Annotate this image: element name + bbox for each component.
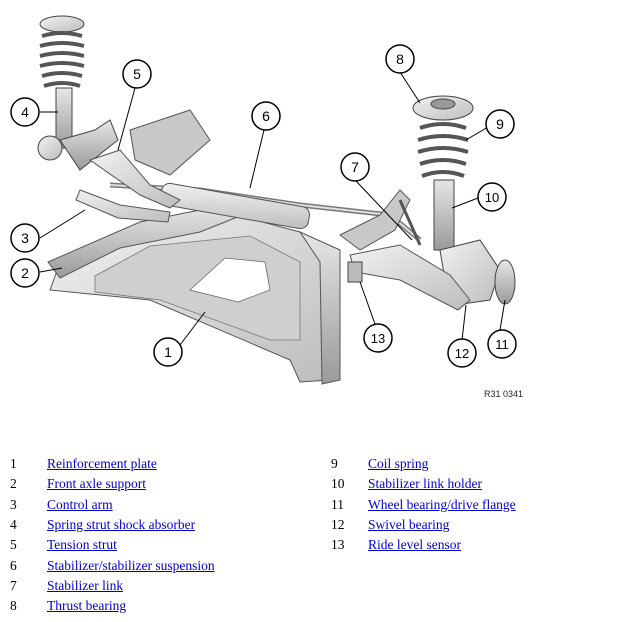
legend-link-stabilizer-link[interactable]: Stabilizer link xyxy=(47,577,124,593)
legend-link-stabilizer-link-holder[interactable]: Stabilizer link holder xyxy=(368,476,482,492)
legend-number: 8 xyxy=(10,598,17,614)
legend-row-2: 2 Front axle support xyxy=(10,474,215,494)
svg-text:5: 5 xyxy=(133,66,141,82)
legend-link-stabilizer-suspension[interactable]: Stabilizer/stabilizer suspension xyxy=(47,557,215,573)
svg-text:8: 8 xyxy=(396,51,404,67)
svg-text:3: 3 xyxy=(21,230,29,246)
left-strut-shape xyxy=(37,15,119,171)
legend-number: 10 xyxy=(331,476,345,492)
legend-number: 3 xyxy=(10,496,17,512)
legend-row-7: 7 Stabilizer link xyxy=(10,576,215,596)
legend-number: 9 xyxy=(331,456,338,472)
legend-link-ride-level-sensor[interactable]: Ride level sensor xyxy=(368,537,461,553)
legend-row-13: 13 Ride level sensor xyxy=(331,535,516,555)
legend-number: 12 xyxy=(331,517,345,533)
legend-number: 13 xyxy=(331,537,345,553)
svg-text:1: 1 xyxy=(164,344,172,360)
callout-9: 9 xyxy=(485,109,515,139)
legend-number: 7 xyxy=(10,577,17,593)
legend-row-9: 9 Coil spring xyxy=(331,454,516,474)
callout-8: 8 xyxy=(385,44,415,74)
legend-number: 11 xyxy=(331,496,344,512)
legend-link-control-arm[interactable]: Control arm xyxy=(47,496,113,512)
leader-lines xyxy=(39,71,506,346)
legend-row-12: 12 Swivel bearing xyxy=(331,515,516,535)
legend-link-front-axle-support[interactable]: Front axle support xyxy=(47,476,146,492)
svg-text:10: 10 xyxy=(485,190,499,205)
legend-row-10: 10 Stabilizer link holder xyxy=(331,474,516,494)
front-axle-illustration: 1 2 3 4 5 6 7 8 9 10 11 12 xyxy=(10,15,517,385)
callout-5: 5 xyxy=(122,59,152,89)
legend-row-8: 8 Thrust bearing xyxy=(10,596,215,616)
legend-link-coil-spring[interactable]: Coil spring xyxy=(368,456,429,472)
legend-row-3: 3 Control arm xyxy=(10,495,215,515)
callout-7: 7 xyxy=(340,152,370,182)
svg-text:11: 11 xyxy=(495,337,509,352)
svg-text:13: 13 xyxy=(371,331,385,346)
stabilizer-bar-shape xyxy=(109,182,422,242)
legend-number: 5 xyxy=(10,537,17,553)
callout-10: 10 xyxy=(477,182,507,212)
legend-link-tension-strut[interactable]: Tension strut xyxy=(47,537,117,553)
reinforcement-plate-shape xyxy=(49,215,331,383)
callout-6: 6 xyxy=(251,101,281,131)
legend-link-spring-strut-shock-absorber[interactable]: Spring strut shock absorber xyxy=(47,517,196,533)
legend-link-wheel-bearing-drive-flange[interactable]: Wheel bearing/drive flange xyxy=(368,496,516,512)
legend-row-11: 11 Wheel bearing/drive flange xyxy=(331,495,516,515)
right-strut-shape xyxy=(412,95,474,251)
svg-text:6: 6 xyxy=(262,108,270,124)
svg-text:2: 2 xyxy=(21,265,29,281)
legend-link-thrust-bearing[interactable]: Thrust bearing xyxy=(47,598,127,614)
svg-text:4: 4 xyxy=(21,104,29,120)
legend-left-column: 1 Reinforcement plate 2 Front axle suppo… xyxy=(10,454,215,616)
callout-11: 11 xyxy=(487,329,517,359)
callout-13: 13 xyxy=(363,323,393,353)
figure-code: R31 0341 xyxy=(484,389,524,399)
legend-right-column: 9 Coil spring 10 Stabilizer link holder … xyxy=(331,454,516,555)
callout-4: 4 xyxy=(10,97,40,127)
legend-row-1: 1 Reinforcement plate xyxy=(10,454,215,474)
legend-number: 1 xyxy=(10,456,17,472)
callout-2: 2 xyxy=(10,258,40,288)
right-knuckle-shape xyxy=(339,189,516,311)
legend-row-6: 6 Stabilizer/stabilizer suspension xyxy=(10,555,215,575)
legend-number: 4 xyxy=(10,517,17,533)
svg-text:9: 9 xyxy=(496,116,504,132)
legend-row-5: 5 Tension strut xyxy=(10,535,215,555)
callout-1: 1 xyxy=(153,337,183,367)
legend-number: 2 xyxy=(10,476,17,492)
callout-12: 12 xyxy=(447,338,477,368)
svg-text:12: 12 xyxy=(455,346,469,361)
legend-number: 6 xyxy=(10,557,17,573)
callout-3: 3 xyxy=(10,223,40,253)
legend-link-swivel-bearing[interactable]: Swivel bearing xyxy=(368,517,450,533)
left-arms-shape xyxy=(75,109,211,223)
legend-link-reinforcement-plate[interactable]: Reinforcement plate xyxy=(47,456,157,472)
svg-text:7: 7 xyxy=(351,159,359,175)
legend-row-4: 4 Spring strut shock absorber xyxy=(10,515,215,535)
